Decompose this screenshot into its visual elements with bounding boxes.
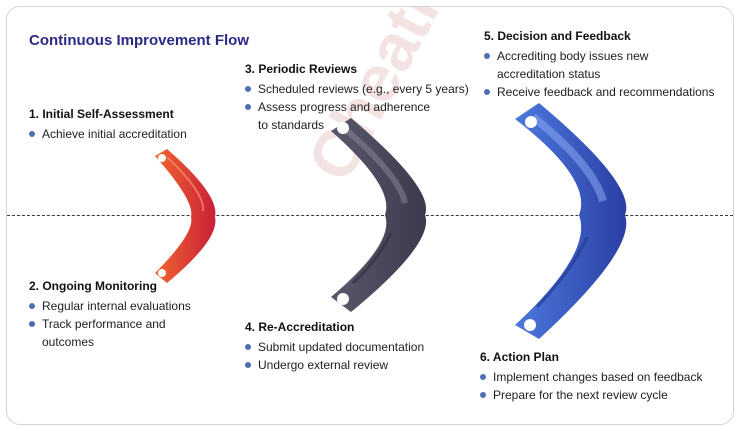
diagram-card: Cheatrix Continuous Improvement Flow — [6, 6, 734, 425]
step-action-plan: 6. Action Plan Implement changes based o… — [480, 350, 702, 404]
bullet-item: Track performance and — [29, 315, 191, 333]
step-title: 5. Decision and Feedback — [484, 29, 631, 43]
step-initial-self-assessment: 1. Initial Self-Assessment Achieve initi… — [29, 107, 187, 143]
bullet-text: Achieve initial accreditation — [42, 127, 187, 141]
step-title: 3. Periodic Reviews — [245, 62, 358, 76]
bullet-text: Implement changes based on feedback — [493, 370, 703, 384]
page-title: Continuous Improvement Flow — [29, 32, 249, 49]
boomerang-illustrations — [155, 103, 627, 339]
bullet-dot-icon — [245, 344, 251, 350]
bullet-item: Accrediting body issues new — [484, 47, 714, 65]
bullet-dot-icon — [480, 392, 486, 398]
bullet-item: Scheduled reviews (e.g., every 5 years) — [245, 80, 469, 98]
step-title: 2. Ongoing Monitoring — [29, 279, 157, 293]
bullet-dot-icon — [245, 362, 251, 368]
bullet-item: Undergo external review — [245, 356, 424, 374]
bullet-text: to standards — [258, 118, 325, 132]
bullet-continuation: to standards — [245, 116, 469, 134]
bullet-text: Undergo external review — [258, 358, 389, 372]
bullet-item: Assess progress and adherence — [245, 98, 469, 116]
bullet-text: Prepare for the next review cycle — [493, 388, 668, 402]
bullet-dot-icon — [245, 104, 251, 110]
step-title: 4. Re-Accreditation — [245, 320, 355, 334]
boomerang-orange — [155, 149, 216, 283]
bullet-text: Submit updated documentation — [258, 340, 425, 354]
bullet-text: Accrediting body issues new — [497, 49, 649, 63]
bullet-text: Receive feedback and recommendations — [497, 85, 715, 99]
bullet-item: Regular internal evaluations — [29, 297, 191, 315]
bullet-text: Regular internal evaluations — [42, 299, 191, 313]
bullet-text: Scheduled reviews (e.g., every 5 years) — [258, 82, 469, 96]
boomerang-blue — [515, 103, 627, 339]
bullet-item: Submit updated documentation — [245, 338, 424, 356]
timeline-divider — [7, 215, 733, 216]
bullet-text: accreditation status — [497, 67, 601, 81]
bullet-item: Implement changes based on feedback — [480, 368, 702, 386]
step-re-accreditation: 4. Re-Accreditation Submit updated docum… — [245, 320, 424, 374]
bullet-text: outcomes — [42, 335, 95, 349]
step-decision-and-feedback: 5. Decision and Feedback Accrediting bod… — [484, 29, 714, 101]
step-ongoing-monitoring: 2. Ongoing Monitoring Regular internal e… — [29, 279, 191, 351]
step-title: 1. Initial Self-Assessment — [29, 107, 174, 121]
bullet-dot-icon — [29, 131, 35, 137]
bullet-text: Track performance and — [42, 317, 166, 331]
bullet-continuation: accreditation status — [484, 65, 714, 83]
bullet-text: Assess progress and adherence — [258, 100, 431, 114]
bullet-item: Achieve initial accreditation — [29, 125, 187, 143]
bullet-dot-icon — [480, 374, 486, 380]
bullet-dot-icon — [29, 321, 35, 327]
boomerang-gray — [331, 118, 427, 312]
bullet-dot-icon — [484, 53, 490, 59]
bullet-item: Prepare for the next review cycle — [480, 386, 702, 404]
bullet-dot-icon — [245, 86, 251, 92]
bullet-item: Receive feedback and recommendations — [484, 83, 714, 101]
bullet-dot-icon — [29, 303, 35, 309]
bullet-dot-icon — [484, 89, 490, 95]
bullet-continuation: outcomes — [29, 333, 191, 351]
step-periodic-reviews: 3. Periodic Reviews Scheduled reviews (e… — [245, 62, 469, 134]
step-title: 6. Action Plan — [480, 350, 559, 364]
